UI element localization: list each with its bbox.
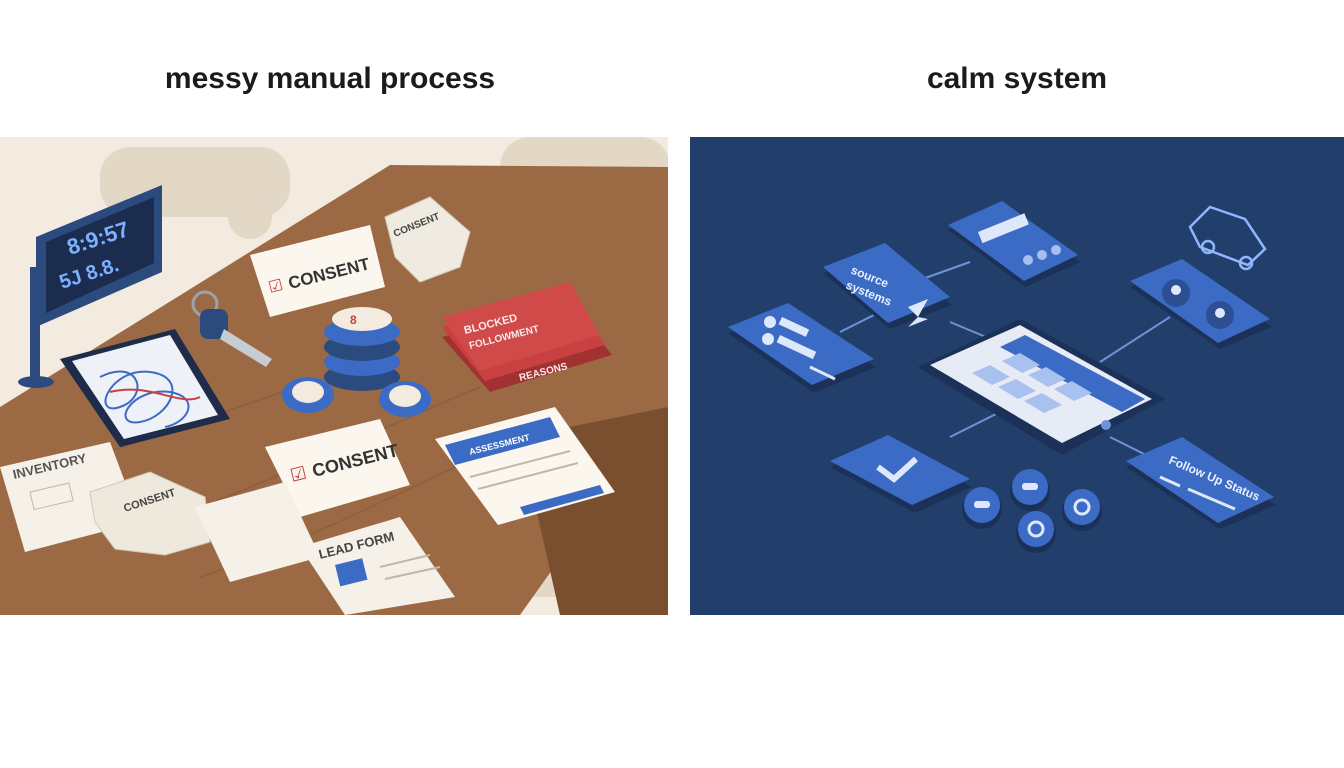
central-dashboard — [918, 319, 1165, 455]
consent-note-top: ☑ CONSENT — [250, 225, 385, 317]
digital-clock: 8:9:57 5J 8.8. — [18, 185, 162, 388]
check-icon — [876, 456, 919, 483]
messy-process-illustration: 8:9:57 5J 8.8. ☑ CONSENT CONSENT — [0, 137, 668, 615]
svg-text:8: 8 — [350, 313, 357, 327]
blocked-reasons-cards: BLOCKED FOLLOWMENT REASONS — [442, 282, 612, 392]
phone-tangled-route — [60, 329, 230, 447]
car-outline-icon — [1188, 205, 1267, 271]
calm-system-illustration: source systems — [690, 137, 1344, 615]
left-list-card — [728, 303, 876, 393]
crumpled-paper-top: CONSENT — [384, 196, 471, 283]
crumpled-paper-bottom: CONSENT — [89, 471, 211, 556]
hourglass-icon — [908, 299, 928, 327]
svg-text:☑: ☑ — [267, 277, 285, 297]
check-card — [830, 435, 972, 513]
follow-up-status-card: Follow Up Status — [1126, 437, 1276, 529]
consent-note-middle: ☑ CONSENT — [265, 419, 410, 517]
car-key-icon — [191, 290, 272, 367]
top-config-card — [948, 201, 1080, 287]
left-panel-title: messy manual process — [164, 62, 496, 95]
status-circles — [962, 469, 1102, 553]
source-systems-card: source systems — [823, 243, 952, 329]
right-panel-title: calm system — [926, 62, 1108, 95]
assessment-form: ASSESSMENT — [435, 407, 615, 525]
chip-stack: 8 — [282, 307, 431, 417]
people-card — [1130, 259, 1272, 349]
lead-form: LEAD FORM — [195, 482, 455, 615]
svg-text:☑: ☑ — [288, 463, 308, 486]
